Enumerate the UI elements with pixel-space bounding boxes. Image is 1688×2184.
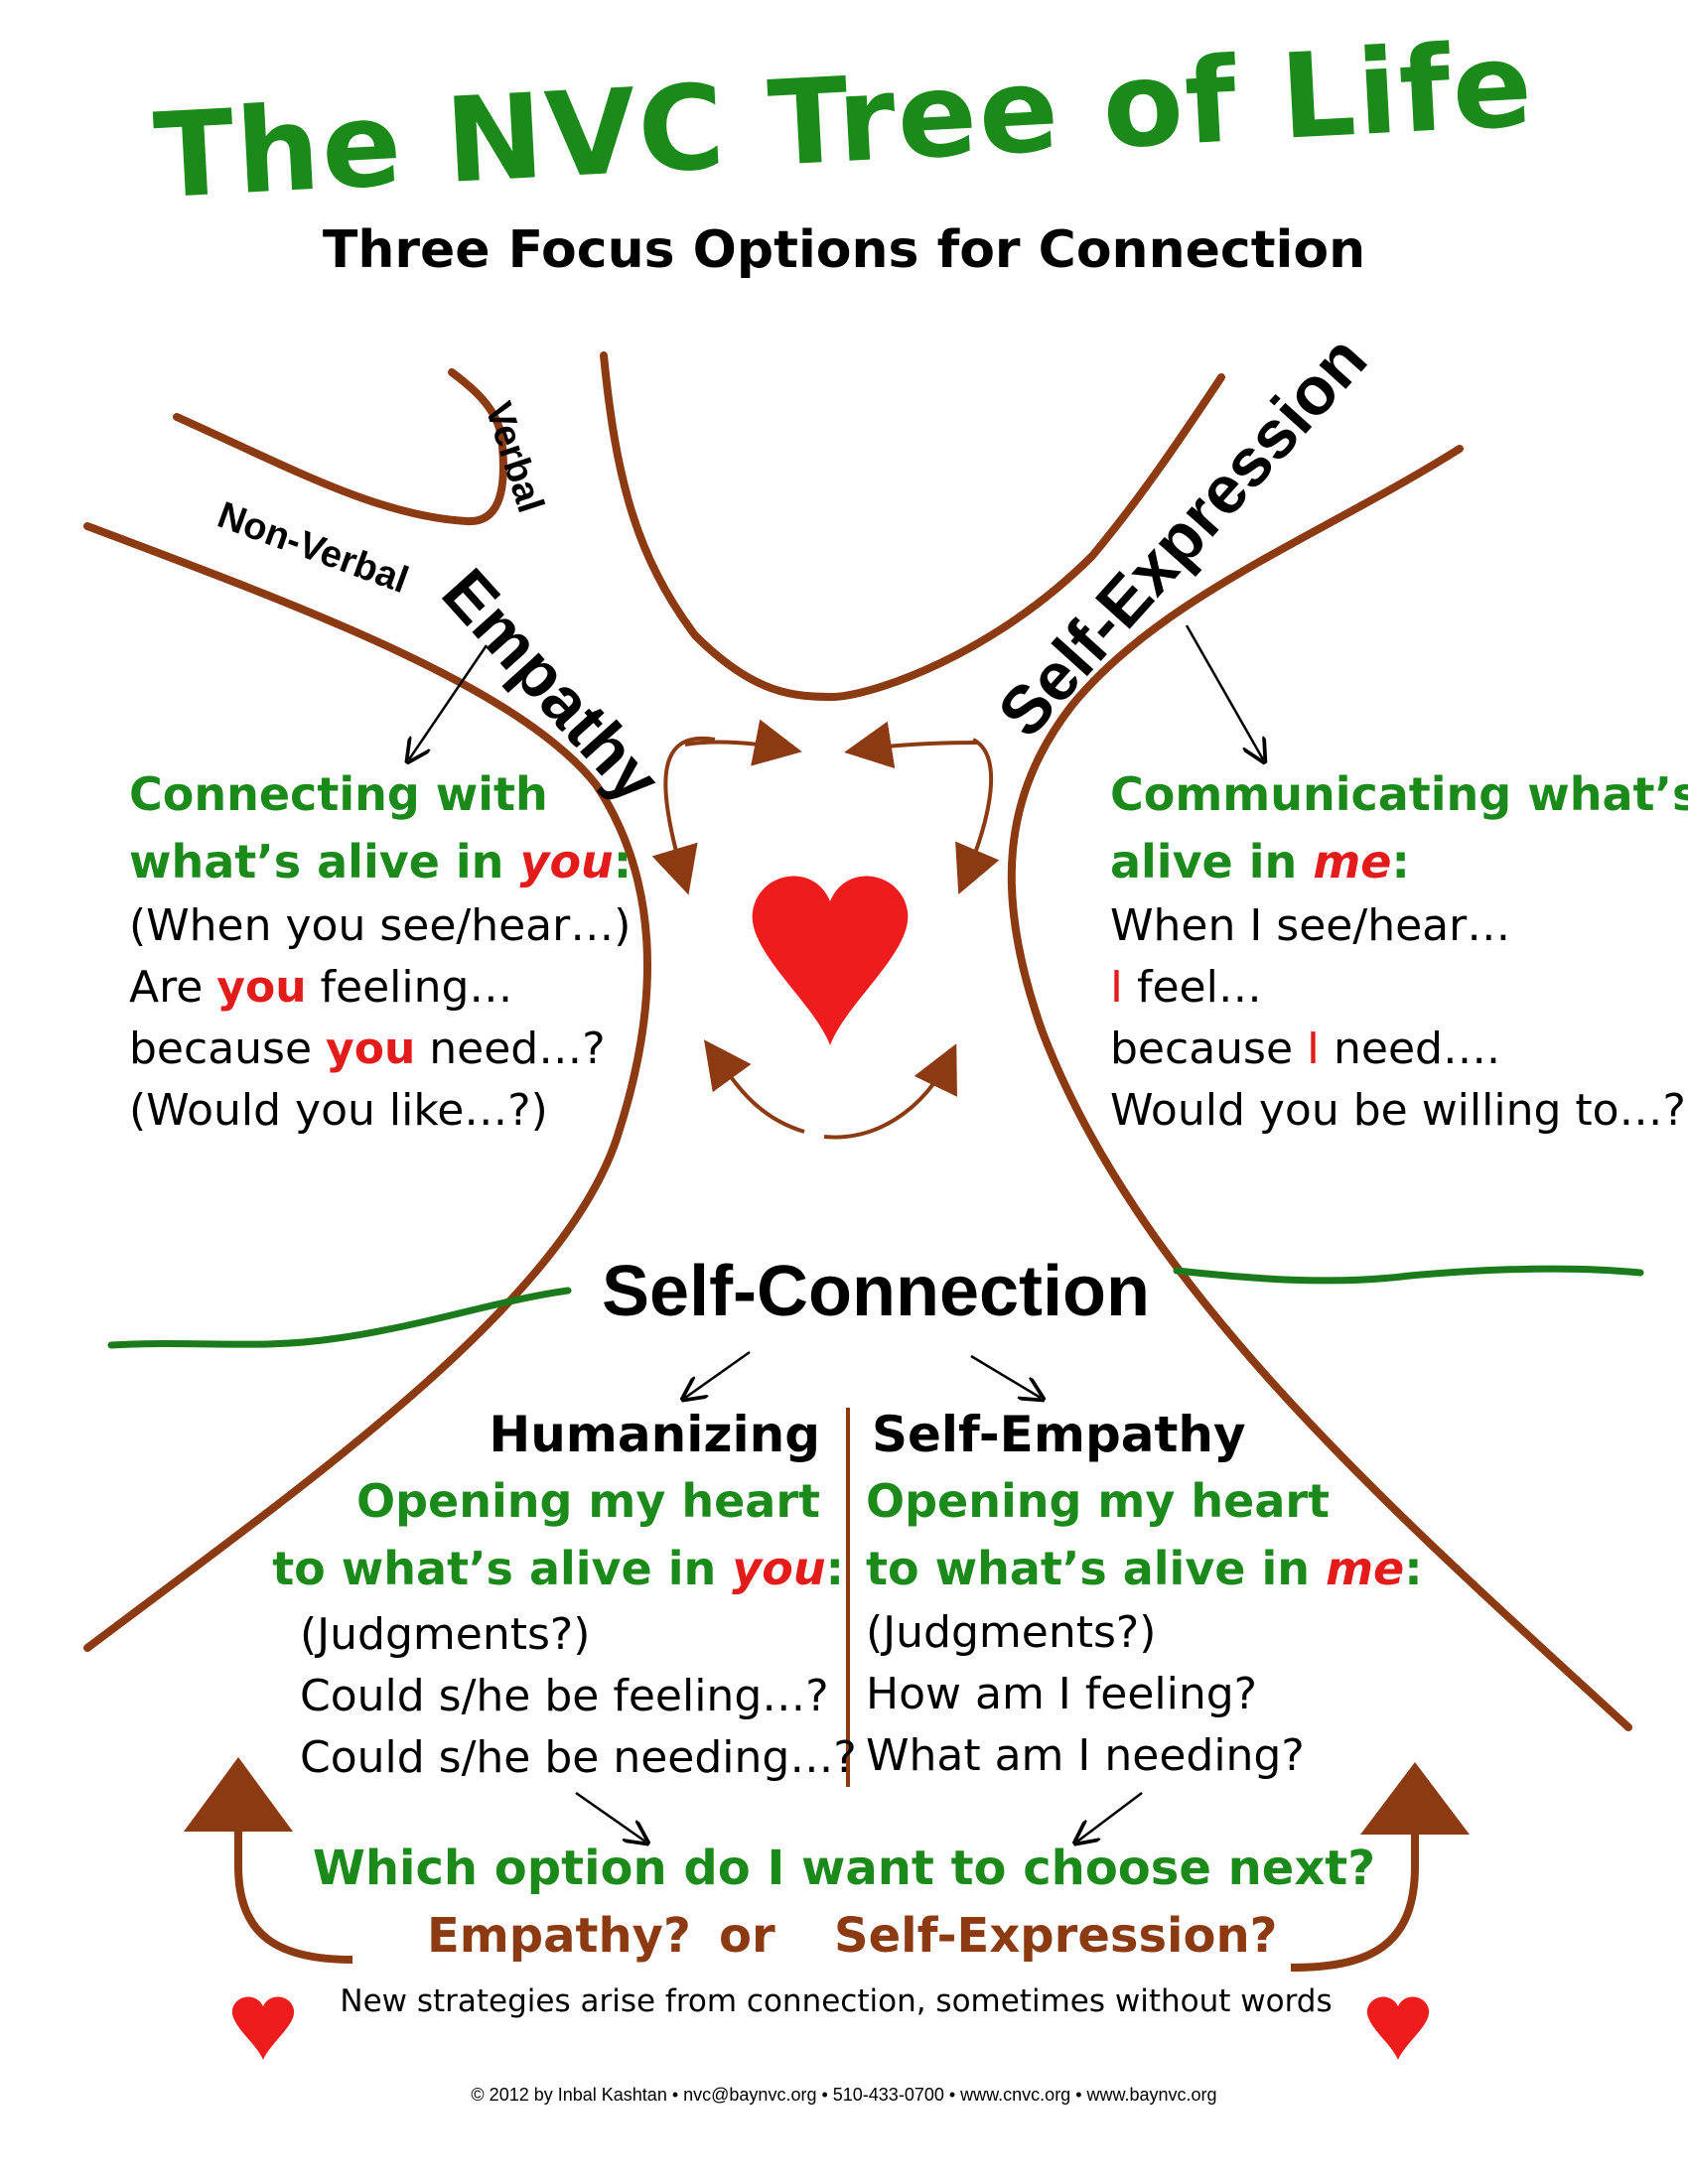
arrow-icon <box>575 1791 645 1842</box>
humanizing-heading-line2: to what’s alive in you: <box>258 1535 844 1602</box>
pointer-arrows <box>409 624 1263 1842</box>
tree-branches <box>83 351 1632 1731</box>
trunk-center-v <box>600 351 1225 702</box>
empathy-line1: (When you see/hear…) <box>129 900 632 951</box>
arrow-icon <box>970 1354 1041 1398</box>
ground-left <box>107 1287 572 1349</box>
line-emphasis: I <box>1110 962 1123 1013</box>
up-arrow-icon <box>184 1757 353 1964</box>
line-text: Are <box>129 962 217 1013</box>
empathy-heading-line2: what’s alive in you: <box>129 828 632 895</box>
line-text: need…. <box>1320 1024 1500 1074</box>
heading-emphasis: you <box>519 835 614 888</box>
line-emphasis: you <box>326 1024 416 1074</box>
self-connection-title: Self-Connection <box>602 1252 1150 1331</box>
choice-or: or <box>719 1908 775 1964</box>
line-emphasis: you <box>216 962 307 1013</box>
line-emphasis: I <box>1307 1024 1321 1074</box>
heading-emphasis: you <box>732 1542 826 1595</box>
humanizing-section: Humanizing Opening my heart to what’s al… <box>258 1402 844 1602</box>
heading-emphasis: me <box>1326 1542 1405 1595</box>
arrow-icon <box>703 1039 805 1134</box>
self-expression-line4: Would you be willing to…? <box>1110 1085 1686 1136</box>
self-empathy-line3: What am I needing? <box>866 1730 1305 1781</box>
arrow-icon <box>844 721 979 769</box>
line-text: because <box>1110 1024 1308 1074</box>
heart-icon <box>231 1996 295 2060</box>
heading-emphasis: me <box>1313 835 1392 888</box>
footer: © 2012 by Inbal Kashtan • nvc@baynvc.org… <box>471 2085 1217 2105</box>
empathy-section: Connecting with what’s alive in you: (Wh… <box>129 760 632 1142</box>
heart-icon <box>1366 1996 1430 2060</box>
self-expression-section: Communicating what’s alive in me: When I… <box>1110 760 1688 1142</box>
arrow-icon <box>823 1043 957 1140</box>
humanizing-line2: Could s/he be feeling…? <box>300 1671 829 1721</box>
humanizing-line3: Could s/he be needing…? <box>300 1732 857 1783</box>
choice-question: Which option do I want to choose next? <box>312 1841 1376 1896</box>
branch-nonverbal <box>173 368 507 526</box>
self-expression-heading-line1: Communicating what’s <box>1110 767 1688 821</box>
arrow-icon <box>1077 1792 1143 1842</box>
arrow-icon <box>684 719 802 766</box>
humanizing-title: Humanizing <box>489 1406 820 1463</box>
strategies-note: New strategies arise from connection, so… <box>340 1983 1333 2019</box>
self-empathy-section: Self-Empathy Opening my heart to what’s … <box>866 1402 1423 1787</box>
empathy-heading-line1: Connecting with <box>129 767 548 821</box>
self-expression-line3: because I need…. <box>1110 1019 1688 1080</box>
heart-icon <box>752 876 909 1045</box>
humanizing-heading-line1: Opening my heart <box>355 1474 820 1528</box>
ground-lines <box>107 1265 1644 1349</box>
heading-colon: : <box>1391 835 1410 888</box>
choice-option-empathy: Empathy? <box>427 1908 691 1964</box>
self-empathy-body: (Judgments?) How am I feeling? What am I… <box>866 1602 1423 1787</box>
empathy-line3: because you need…? <box>129 1019 632 1080</box>
arrow-icon <box>955 738 1000 895</box>
arrow-icon <box>1185 624 1263 759</box>
heading-text: to what’s alive in <box>272 1542 733 1595</box>
humanizing-line1: (Judgments?) <box>300 1609 591 1660</box>
trunk-right-edge <box>1007 445 1632 1731</box>
humanizing-body: (Judgments?) Could s/he be feeling…? Cou… <box>300 1604 857 1789</box>
arrow-icon <box>409 644 489 759</box>
self-expression-heading-line2: alive in me: <box>1110 828 1688 895</box>
empathy-line4: (Would you like…?) <box>129 1085 548 1136</box>
empathy-line2: Are you feeling… <box>129 957 632 1019</box>
self-expression-line1: When I see/hear… <box>1110 900 1511 951</box>
self-empathy-title: Self-Empathy <box>872 1406 1246 1463</box>
heading-text: to what’s alive in <box>866 1542 1327 1595</box>
up-arrow-icon <box>1290 1762 1470 1972</box>
line-text: feeling… <box>306 962 513 1013</box>
heading-text: alive in <box>1110 835 1314 888</box>
self-empathy-line2: How am I feeling? <box>866 1669 1258 1719</box>
heading-colon: : <box>1404 1542 1423 1595</box>
self-expression-body: When I see/hear… I feel… because I need…… <box>1110 895 1688 1142</box>
line-text: feel… <box>1122 962 1262 1013</box>
empathy-body: (When you see/hear…) Are you feeling… be… <box>129 895 632 1142</box>
self-empathy-line1: (Judgments?) <box>866 1607 1157 1658</box>
heading-colon: : <box>613 835 633 888</box>
heading-colon: : <box>825 1542 844 1595</box>
arrow-icon <box>685 1350 751 1398</box>
ground-right <box>1173 1265 1644 1285</box>
self-empathy-heading-line1: Opening my heart <box>866 1474 1331 1528</box>
trunk-left-edge <box>83 522 651 1652</box>
line-text: because <box>129 1024 327 1074</box>
self-expression-line2: I feel… <box>1110 957 1688 1019</box>
line-text: need…? <box>415 1024 606 1074</box>
choice-option-self-expression: Self-Expression? <box>834 1908 1278 1964</box>
heart-arrows <box>651 719 1000 1140</box>
heading-text: what’s alive in <box>129 835 520 888</box>
self-empathy-heading-line2: to what’s alive in me: <box>866 1535 1423 1602</box>
page-subtitle: Three Focus Options for Connection <box>322 220 1366 280</box>
arrow-icon <box>651 736 716 895</box>
